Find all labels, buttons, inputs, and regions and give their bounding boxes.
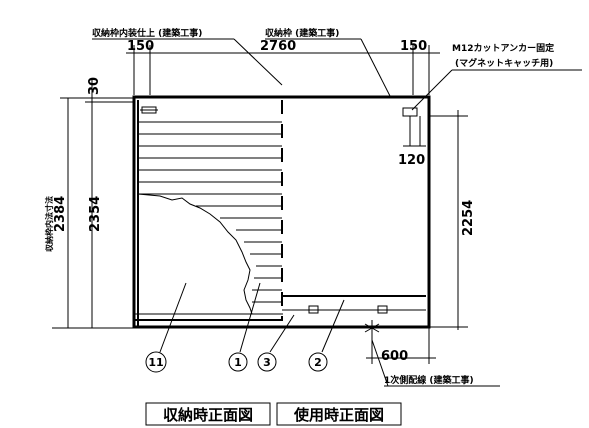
fitting: [377, 305, 388, 314]
dim-2354: 2354: [88, 196, 103, 232]
anchor-bracket: [402, 107, 418, 117]
caption-box-stored: [145, 402, 271, 426]
leader-line: [269, 314, 295, 353]
note-primary-wiring: 1次側配線 (建築工事): [384, 374, 474, 386]
slat-group: [138, 121, 282, 303]
wiring-cross-mark: [361, 320, 383, 338]
callout-3: 3: [263, 356, 271, 369]
leader-line: [411, 69, 453, 111]
callout-circle-11: [145, 351, 167, 373]
note-magnet: (マグネットキャッチ用): [455, 57, 553, 69]
note-interior-finish: 収納枠内装仕上 (建築工事): [92, 27, 202, 39]
callout-11: 11: [148, 356, 163, 369]
dim-120: 120: [398, 153, 425, 168]
leader-line: [321, 299, 345, 353]
fitting: [308, 305, 319, 314]
leader-line: [159, 282, 187, 353]
leader-line: [239, 282, 261, 353]
cutaway-line: [137, 193, 253, 315]
caption-in-use-front: 使用時正面図: [293, 406, 384, 424]
callout-1: 1: [234, 356, 242, 369]
callout-circle-2: [308, 352, 328, 372]
caption-stored-front: 収納時正面図: [163, 406, 253, 424]
callout-2: 2: [314, 356, 322, 369]
storage-frame: [132, 95, 431, 329]
dim-150-right: 150: [400, 39, 427, 54]
leader-line: [360, 38, 391, 97]
callout-circle-3: [257, 352, 277, 372]
note-storage-frame: 収納枠 (建築工事): [265, 27, 339, 39]
dim-2760: 2760: [260, 39, 296, 54]
dim-2384: 2384: [53, 196, 68, 232]
dim-2254: 2254: [461, 200, 476, 236]
caption-box-in-use: [276, 402, 402, 426]
dim-150-left: 150: [127, 39, 154, 54]
dim-30: 30: [87, 77, 102, 95]
leader-line: [371, 339, 389, 387]
note-inner-dimension: 収納枠内法寸法: [44, 196, 54, 252]
leader-line: [233, 38, 283, 86]
note-anchor: M12カットアンカー固定: [452, 42, 555, 54]
callout-circle-1: [228, 352, 248, 372]
dim-600: 600: [381, 349, 408, 364]
